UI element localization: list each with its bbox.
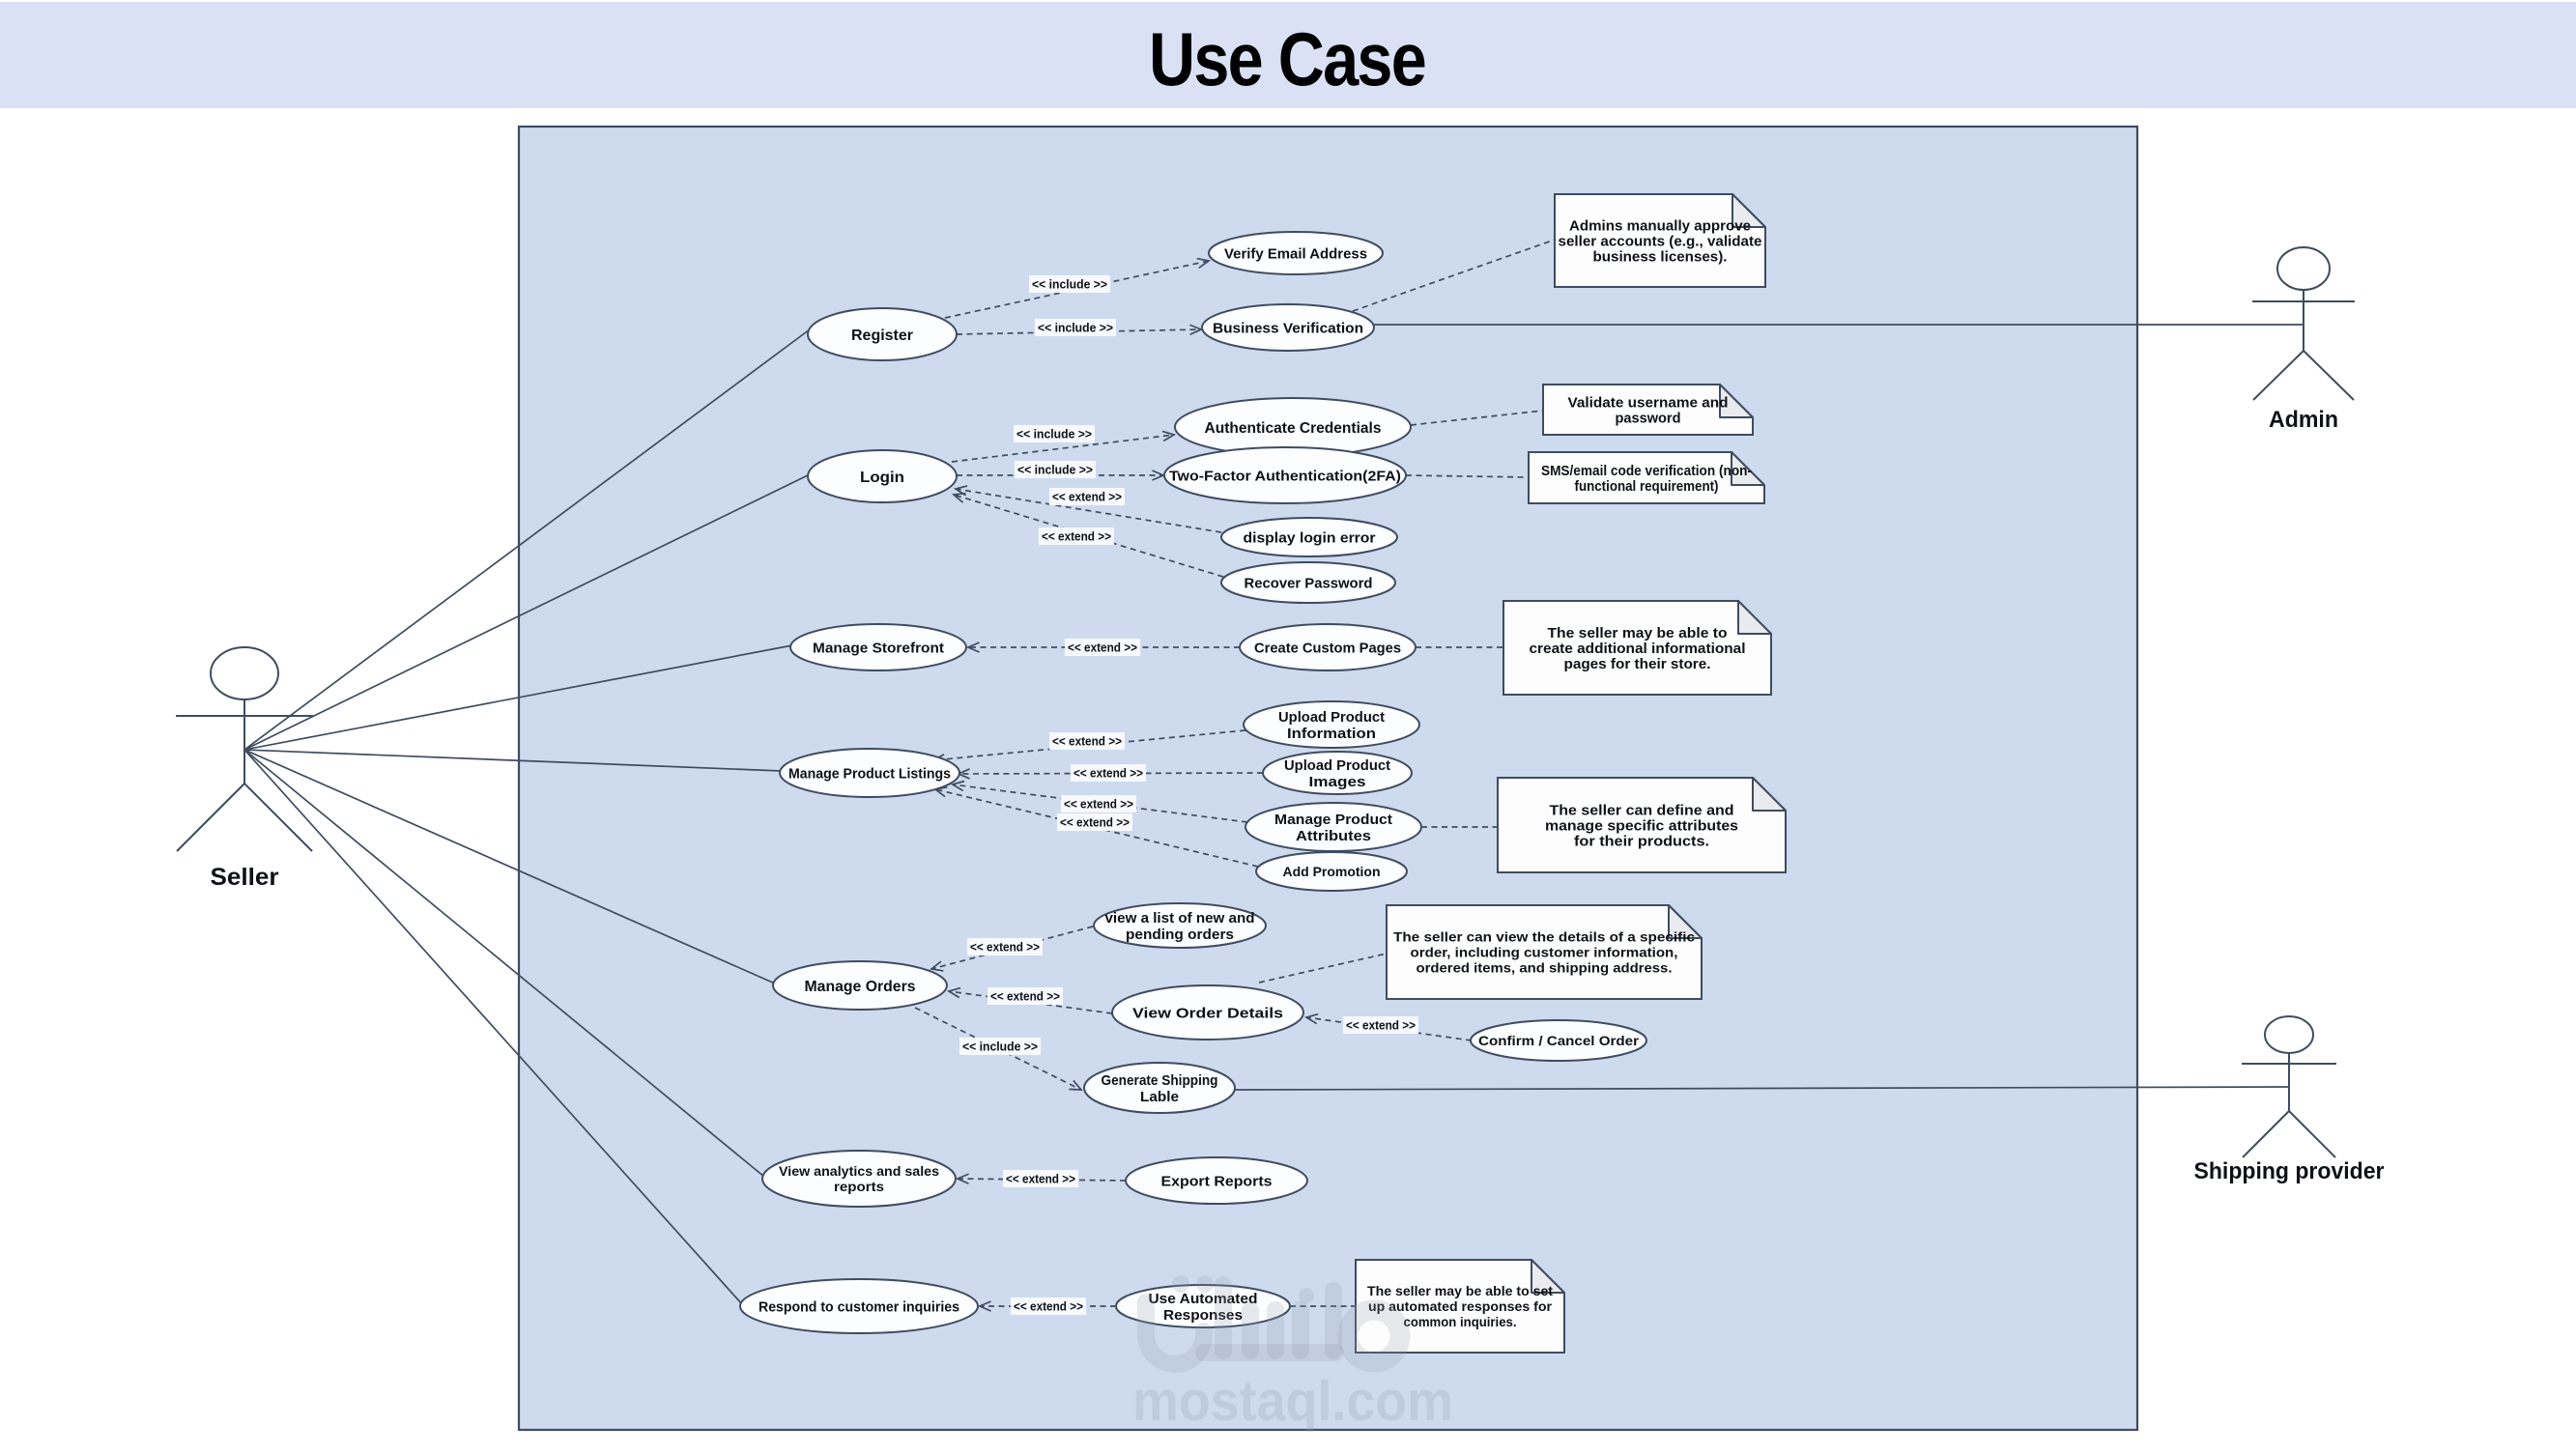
svg-text:<< extend >>: << extend >> (1006, 1172, 1075, 1186)
svg-text:Information: Information (1287, 726, 1376, 742)
svg-text:manage specific attributes: manage specific attributes (1545, 817, 1738, 834)
svg-text:business licenses).: business licenses). (1593, 248, 1728, 265)
svg-text:The seller may be able to: The seller may be able to (1548, 625, 1728, 641)
svg-text:ordered items, and shipping ad: ordered items, and shipping address. (1417, 960, 1673, 976)
svg-text:Respond to customer inquiries: Respond to customer inquiries (758, 1298, 959, 1315)
svg-text:The seller may be able to set: The seller may be able to set (1367, 1283, 1553, 1298)
svg-text:Upload Product: Upload Product (1278, 709, 1385, 726)
svg-text:pending orders: pending orders (1126, 927, 1234, 943)
svg-text:for their products.: for their products. (1574, 833, 1709, 849)
svg-text:Use Automated: Use Automated (1149, 1291, 1258, 1307)
svg-text:Manage Storefront: Manage Storefront (813, 640, 944, 656)
svg-text:order, including customer info: order, including customer information, (1411, 945, 1678, 960)
svg-text:Images: Images (1309, 774, 1366, 790)
svg-text:Responses: Responses (1163, 1307, 1243, 1324)
svg-text:Confirm / Cancel Order: Confirm / Cancel Order (1478, 1033, 1640, 1048)
svg-text:Generate Shipping: Generate Shipping (1102, 1072, 1218, 1089)
svg-text:Manage Orders: Manage Orders (805, 979, 916, 995)
svg-text:<< extend >>: << extend >> (1052, 490, 1122, 504)
svg-text:Admins manually approve: Admins manually approve (1569, 217, 1751, 234)
svg-text:Upload Product: Upload Product (1284, 757, 1390, 774)
svg-text:Seller: Seller (211, 864, 279, 891)
svg-text:common inquiries.: common inquiries. (1404, 1314, 1517, 1329)
svg-text:Register: Register (851, 328, 913, 344)
svg-text:Two-Factor Authentication(2FA): Two-Factor Authentication(2FA) (1169, 468, 1401, 484)
svg-text:pages for their store.: pages for their store. (1564, 656, 1711, 672)
svg-text:<< extend >>: << extend >> (990, 989, 1060, 1004)
svg-text:<< extend >>: << extend >> (1346, 1018, 1416, 1033)
svg-text:Create Custom Pages: Create Custom Pages (1254, 640, 1401, 656)
svg-text:<< extend >>: << extend >> (1042, 529, 1111, 544)
svg-text:up automated responses for: up automated responses for (1368, 1298, 1553, 1314)
svg-text:View analytics and sales: View analytics and sales (779, 1163, 939, 1179)
svg-text:Use Case: Use Case (1149, 16, 1425, 101)
svg-text:seller accounts (e.g., validat: seller accounts (e.g., validate (1559, 233, 1762, 249)
svg-text:Business Verification: Business Verification (1213, 320, 1363, 336)
svg-text:<< include >>: << include >> (1016, 427, 1092, 442)
svg-text:Authenticate Credentials: Authenticate Credentials (1205, 420, 1382, 437)
svg-text:Validate username and: Validate username and (1568, 394, 1729, 411)
svg-text:Attributes: Attributes (1296, 828, 1371, 844)
svg-text:<< extend >>: << extend >> (1064, 797, 1133, 812)
svg-text:<< extend >>: << extend >> (1014, 1299, 1083, 1314)
svg-text:<< extend >>: << extend >> (1073, 766, 1143, 781)
svg-text:Shipping provider: Shipping provider (2194, 1158, 2385, 1184)
svg-text:<< include >>: << include >> (1017, 463, 1093, 477)
svg-text:reports: reports (834, 1179, 884, 1194)
svg-text:The seller can define and: The seller can define and (1550, 802, 1734, 818)
svg-text:create additional informationa: create additional informational (1530, 641, 1746, 657)
svg-text:<< include >>: << include >> (1038, 321, 1113, 335)
svg-text:SMS/email code verification (n: SMS/email code verification (non- (1541, 463, 1752, 479)
svg-text:<< extend >>: << extend >> (1068, 641, 1137, 655)
svg-text:<< extend >>: << extend >> (1060, 815, 1130, 830)
svg-text:password: password (1616, 410, 1681, 426)
svg-text:Manage Product Listings: Manage Product Listings (788, 765, 951, 782)
svg-text:Admin: Admin (2269, 407, 2338, 433)
svg-text:The seller can view the detail: The seller can view the details of a spe… (1393, 929, 1695, 945)
svg-text:Manage Product: Manage Product (1274, 812, 1392, 828)
svg-text:Export Reports: Export Reports (1161, 1173, 1273, 1189)
svg-text:Verify Email Address: Verify Email Address (1224, 245, 1367, 262)
svg-text:<< extend >>: << extend >> (970, 940, 1040, 955)
svg-text:mostaql.com: mostaql.com (1132, 1370, 1453, 1433)
svg-text:Add Promotion: Add Promotion (1283, 864, 1381, 879)
svg-text:Recover Password: Recover Password (1245, 575, 1373, 591)
svg-text:<< extend >>: << extend >> (1052, 734, 1122, 749)
svg-text:display login error: display login error (1244, 529, 1376, 546)
svg-text:Login: Login (860, 470, 904, 486)
svg-text:<< include >>: << include >> (962, 1040, 1038, 1054)
svg-text:view a list of new and: view a list of new and (1105, 910, 1255, 927)
svg-text:functional requirement): functional requirement) (1575, 478, 1719, 495)
svg-text:View Order Details: View Order Details (1132, 1005, 1283, 1021)
svg-text:Lable: Lable (1140, 1089, 1179, 1105)
svg-text:<< include >>: << include >> (1032, 277, 1107, 292)
